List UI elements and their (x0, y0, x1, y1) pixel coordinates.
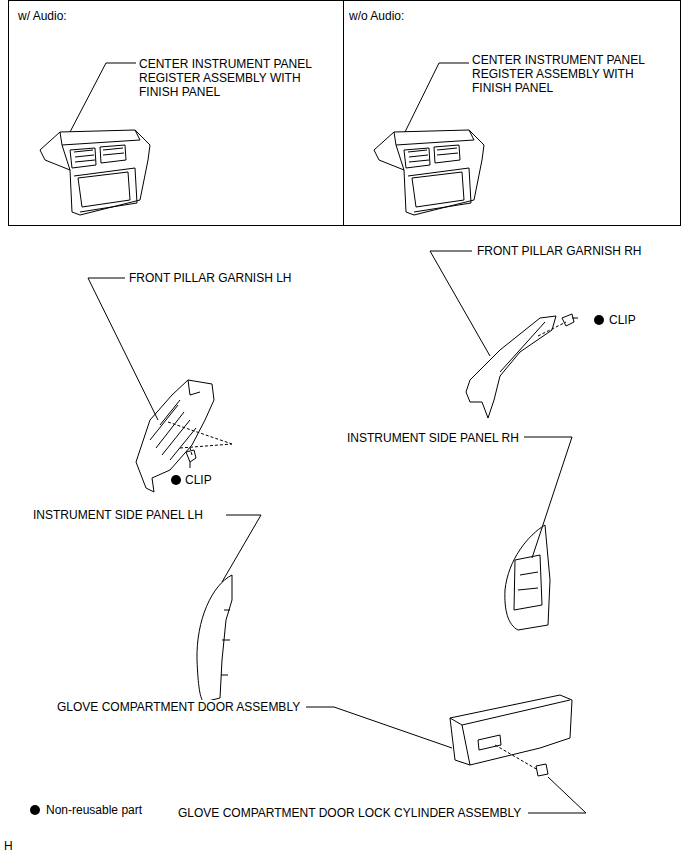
non-reusable-dot (30, 315, 604, 815)
page-mark: H (3, 839, 14, 852)
part-name: CENTER INSTRUMENT PANEL REGISTER ASSEMBL… (472, 53, 654, 95)
part-name: CLIP (608, 313, 637, 327)
part-name: FRONT PILLAR GARNISH RH (476, 244, 642, 258)
clip-symbol (562, 314, 578, 326)
side-panel (197, 575, 232, 702)
legend-text: Non-reusable part (45, 803, 143, 817)
register-assembly (374, 130, 484, 215)
part-name: CENTER INSTRUMENT PANEL REGISTER ASSEMBL… (139, 57, 321, 99)
lock-cylinder (536, 764, 548, 776)
variant-heading: w/ Audio: (18, 9, 67, 23)
part-name: INSTRUMENT SIDE PANEL LH (32, 508, 204, 522)
pillar-garnish (466, 316, 556, 418)
part-name: CLIP (184, 473, 213, 487)
variant-box: w/o Audio: CENTER INSTRUMENT PANEL REGIST… (343, 0, 681, 226)
part-name: GLOVE COMPARTMENT DOOR ASSEMBLY (56, 700, 301, 714)
part-name: FRONT PILLAR GARNISH LH (128, 271, 292, 285)
side-panel (505, 525, 550, 630)
clip-symbol (186, 450, 196, 468)
part-name: GLOVE COMPARTMENT DOOR LOCK CYLINDER ASS… (177, 806, 522, 820)
variant-box: w/ Audio: CENTER INSTRUMENT PANEL REGISTE… (8, 0, 344, 226)
pillar-garnish (136, 380, 214, 492)
register-assembly (40, 130, 150, 215)
variant-heading: w/o Audio: (349, 9, 404, 23)
glove-compartment (450, 695, 572, 765)
part-name: INSTRUMENT SIDE PANEL RH (346, 431, 520, 445)
